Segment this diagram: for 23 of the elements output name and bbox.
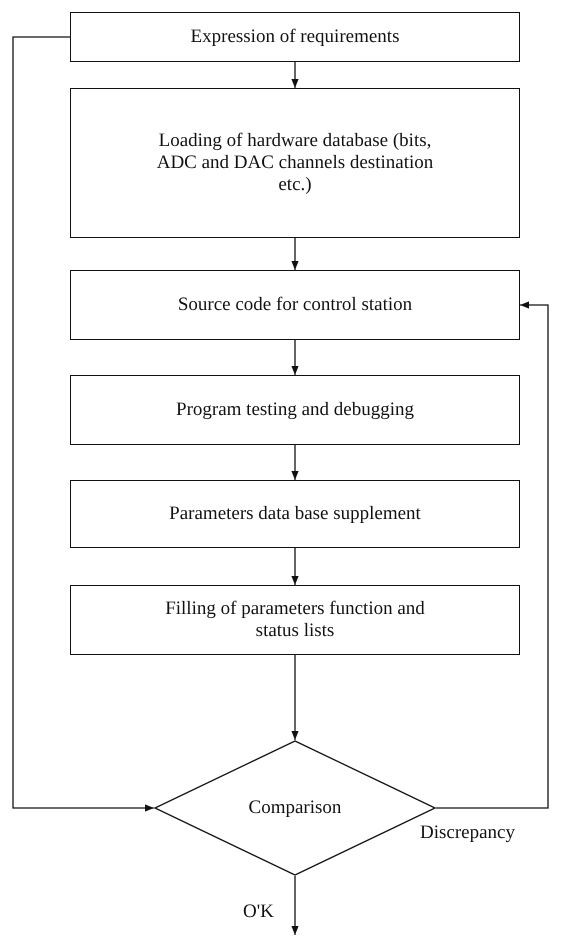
edge-label: Discrepancy <box>420 822 515 844</box>
node-text: Loading of hardware database (bits, ADC and DAC channels destination etc.) <box>156 130 434 196</box>
node-text: Comparison <box>248 797 342 819</box>
arrow <box>291 876 299 935</box>
arrow <box>291 655 299 740</box>
process-box <box>70 88 520 238</box>
process-box <box>70 375 520 445</box>
process-box <box>70 585 520 655</box>
arrow <box>12 36 154 812</box>
process-box <box>70 480 520 548</box>
process-box <box>70 270 520 340</box>
node-text: Filling of parameters function and status lists <box>164 598 426 642</box>
node-text: Parameters data base supplement <box>168 503 422 525</box>
arrow <box>291 238 299 270</box>
node-text: Program testing and debugging <box>175 399 415 421</box>
arrow <box>291 340 299 375</box>
process-box <box>70 12 520 62</box>
arrow <box>291 548 299 585</box>
node-text: Source code for control station <box>176 294 414 316</box>
arrow <box>291 62 299 88</box>
arrow <box>291 445 299 480</box>
arrow <box>436 301 549 809</box>
node-text: Expression of requirements <box>190 26 400 48</box>
